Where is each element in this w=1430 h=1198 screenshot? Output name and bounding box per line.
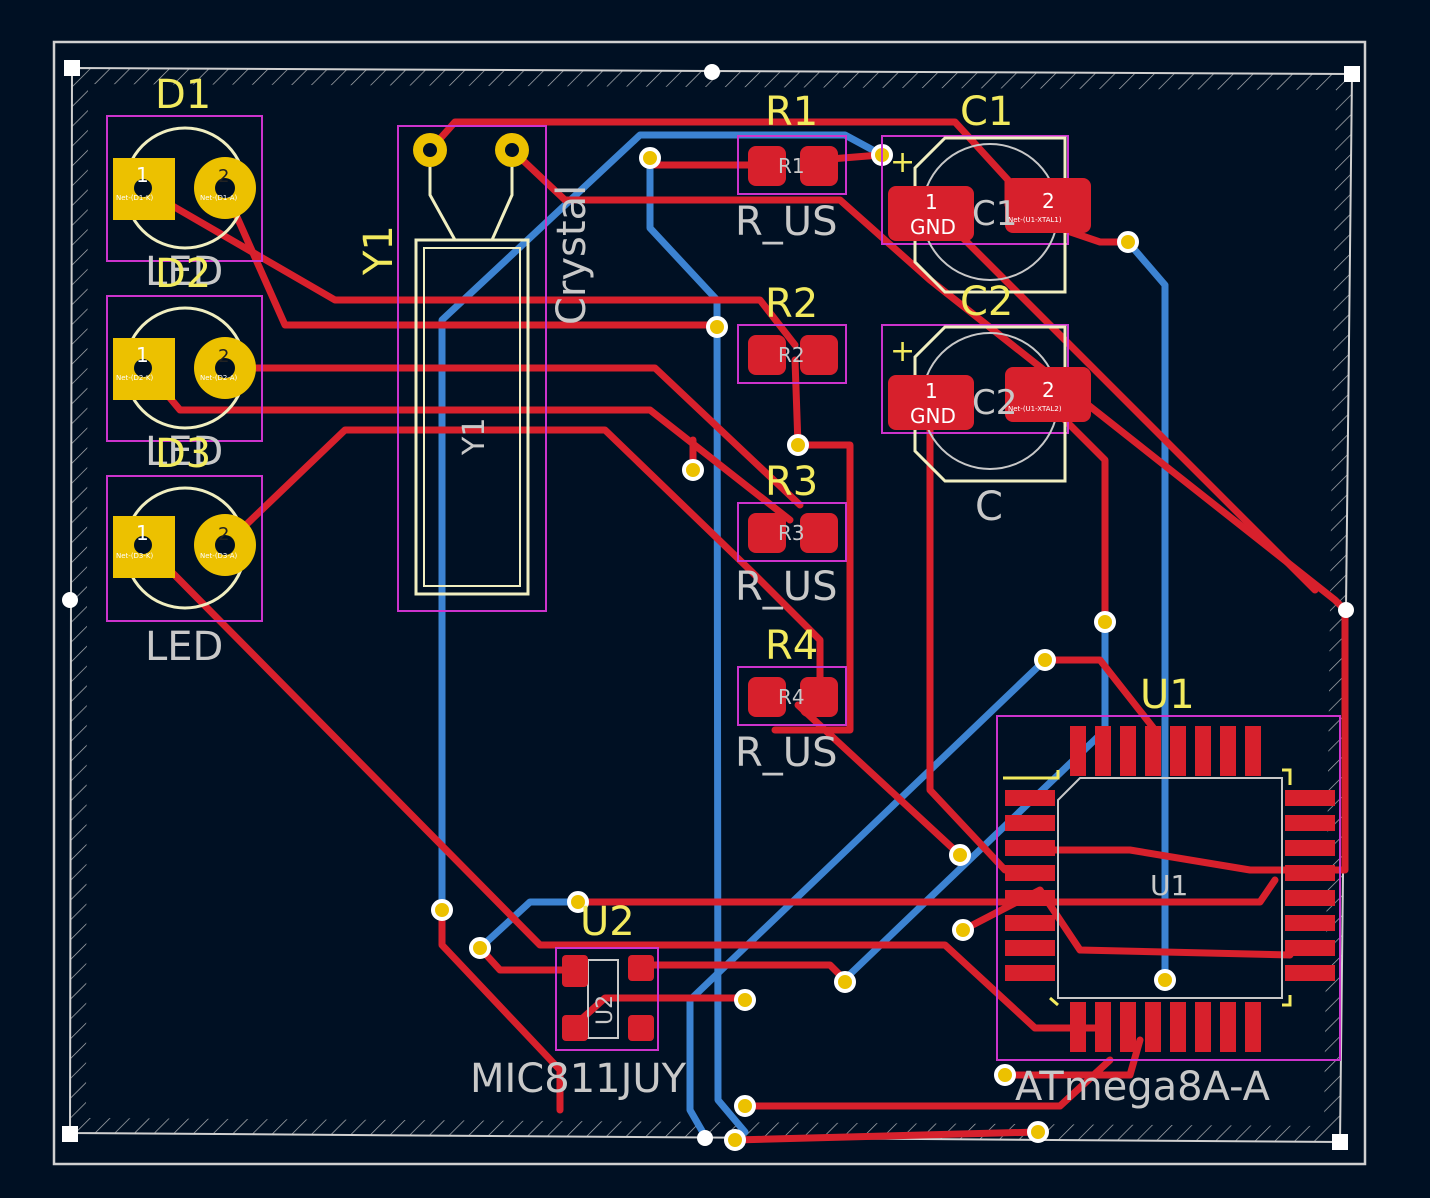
resistor-r1[interactable]: R1 R1 R_US <box>735 89 847 245</box>
r3-fab-label: R3 <box>778 521 805 545</box>
d2-pad1-net: Net-(D2-K) <box>116 374 154 382</box>
u2-ref-label: U2 <box>580 899 635 945</box>
d3-pad1-number: 1 <box>136 521 149 545</box>
r3-ref-label: R3 <box>765 459 818 505</box>
c1-ref-label: C1 <box>960 89 1013 135</box>
c1-pad1-net: GND <box>910 215 956 239</box>
led-d3[interactable]: D3 1 2 Net-(D3-K) Net-(D3-A) LED <box>106 431 263 670</box>
d2-pad2-net: Net-(D2-A) <box>200 374 238 382</box>
d3-ref-label: D3 <box>155 431 211 477</box>
resistor-r3[interactable]: R3 R3 R_US <box>735 459 847 610</box>
d1-ref-label: D1 <box>155 72 211 118</box>
resistor-r2[interactable]: R2 R2 <box>737 281 847 384</box>
d3-pad1-net: Net-(D3-K) <box>116 552 154 560</box>
r1-ref-label: R1 <box>765 89 818 135</box>
d1-pad1-net: Net-(D1-K) <box>116 194 154 202</box>
d2-pad2-number: 2 <box>218 346 229 367</box>
d2-value-label: LED <box>145 429 223 475</box>
c2-pad2-net: Net-(U1-XTAL2) <box>1008 405 1062 413</box>
r1-value-label: R_US <box>735 199 837 245</box>
led-d2[interactable]: D2 1 2 Net-(D2-K) Net-(D2-A) LED <box>106 251 263 475</box>
resistor-r4[interactable]: R4 R4 R_US <box>735 623 847 776</box>
capacitor-c2[interactable]: C2 1 GND 2 Net-(U1-XTAL2) + C2 C <box>881 279 1091 530</box>
selection-handles[interactable] <box>62 60 1360 1150</box>
d2-ref-label: D2 <box>155 251 211 297</box>
r2-fab-label: R2 <box>778 343 805 367</box>
c2-plus-mark: + <box>890 334 915 369</box>
c2-value-label: C <box>975 484 1003 530</box>
c2-pad1-net: GND <box>910 404 956 428</box>
c1-pad2-number: 2 <box>1042 189 1055 213</box>
d1-pad1-number: 1 <box>136 163 149 187</box>
u2-value-label: MIC811JUY <box>470 1056 687 1102</box>
c1-pad2-net: Net-(U1-XTAL1) <box>1008 216 1062 224</box>
y1-value-label: Crystal <box>549 185 595 325</box>
r4-value-label: R_US <box>735 730 837 776</box>
u1-fab-label: U1 <box>1150 869 1188 902</box>
d1-pad2-net: Net-(D1-A) <box>200 194 238 202</box>
u1-value-label: ATmega8A-A <box>1015 1064 1271 1110</box>
led-d1[interactable]: D1 1 2 Net-(D1-K) Net-(D1-A) LED <box>106 72 263 295</box>
c2-ref-label: C2 <box>960 279 1013 325</box>
c1-fab-label: C1 <box>972 194 1017 234</box>
r3-value-label: R_US <box>735 564 837 610</box>
d3-pad2-net: Net-(D3-A) <box>200 552 238 560</box>
c2-fab-label: C2 <box>972 383 1017 423</box>
ic-u2[interactable]: U2 U2 MIC811JUY <box>470 899 687 1102</box>
d3-pad2-number: 2 <box>218 524 229 545</box>
c1-plus-mark: + <box>890 145 915 180</box>
r4-fab-label: R4 <box>778 685 805 709</box>
r2-ref-label: R2 <box>765 281 818 327</box>
d1-value-label: LED <box>145 249 223 295</box>
c1-pad1-number: 1 <box>925 190 938 214</box>
capacitor-c1[interactable]: C1 1 GND 2 Net-(U1-XTAL1) + C1 <box>881 89 1091 294</box>
crystal-y1[interactable]: Y1 Crystal Y1 <box>356 125 595 612</box>
vias <box>431 144 1176 1151</box>
d1-pad2-number: 2 <box>218 166 229 187</box>
d3-value-label: LED <box>145 624 223 670</box>
y1-ref-label: Y1 <box>356 225 402 276</box>
c2-pad1-number: 1 <box>925 379 938 403</box>
ic-u1[interactable]: U1 U1 ATmega8A-A <box>996 672 1341 1110</box>
r4-ref-label: R4 <box>765 623 818 669</box>
u1-ref-label: U1 <box>1140 672 1195 718</box>
y1-fab-label: Y1 <box>457 418 492 456</box>
u2-fab-label: U2 <box>593 995 618 1025</box>
d2-pad1-number: 1 <box>136 343 149 367</box>
r1-fab-label: R1 <box>778 154 805 178</box>
c2-pad2-number: 2 <box>1042 378 1055 402</box>
